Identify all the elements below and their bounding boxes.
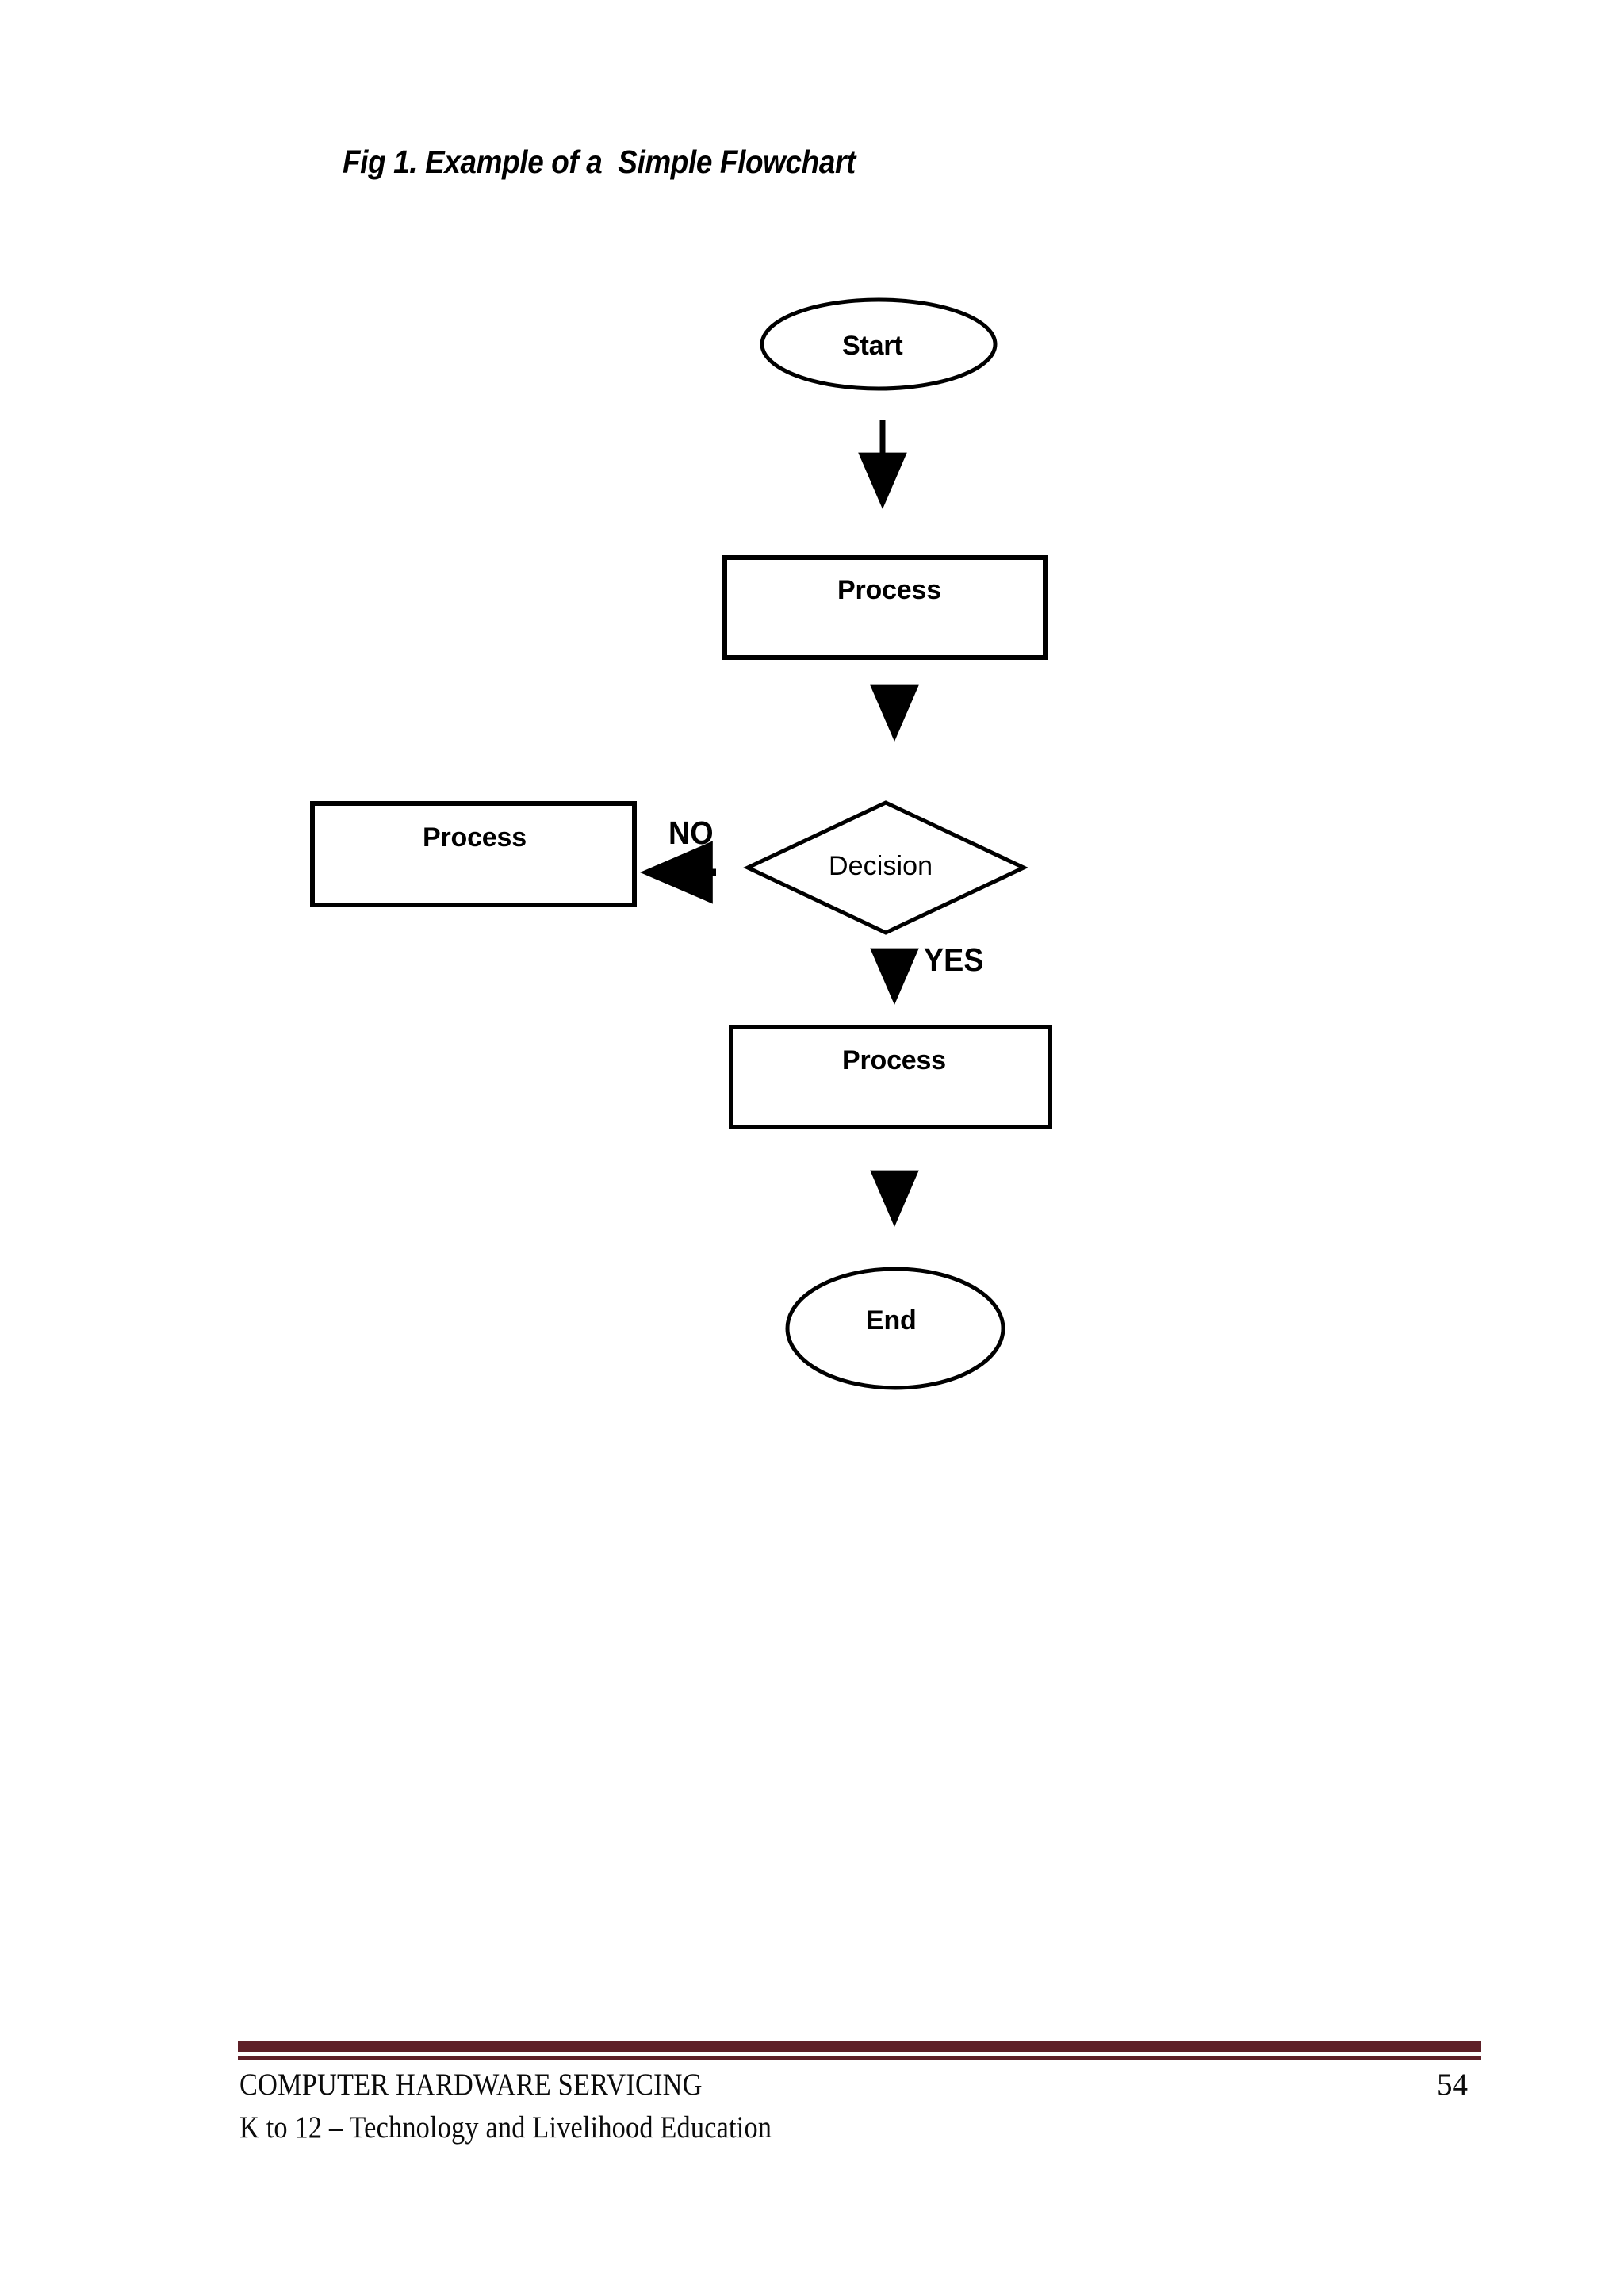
- footer-rule-thick: [238, 2041, 1481, 2052]
- node-process3-label: Process: [842, 1045, 946, 1075]
- footer-title: COMPUTER HARDWARE SERVICING: [239, 2068, 703, 2102]
- node-process2-label: Process: [423, 822, 527, 853]
- node-end-label: End: [866, 1305, 917, 1336]
- node-end-shape: [785, 1267, 1005, 1390]
- footer-rule-thin: [238, 2056, 1481, 2060]
- figure-caption: Fig 1. Example of a Simple Flowchart: [343, 144, 856, 180]
- node-process1-shape: [722, 555, 1048, 660]
- node-decision-shape: [743, 800, 1028, 935]
- node-process1-label: Process: [837, 575, 941, 605]
- flowchart-svg: [310, 297, 1052, 1390]
- branch-label-yes: YES: [924, 941, 984, 978]
- branch-label-no: NO: [668, 815, 714, 851]
- node-decision-label: Decision: [829, 851, 933, 881]
- node-process2-shape: [310, 801, 637, 907]
- footer-subtitle: K to 12 – Technology and Livelihood Educ…: [239, 2110, 772, 2145]
- node-process3-shape: [729, 1025, 1052, 1129]
- page-number: 54: [1437, 2068, 1468, 2102]
- node-start-shape: [760, 297, 998, 391]
- flowchart-canvas: [310, 297, 1052, 1390]
- node-start-label: Start: [842, 331, 903, 361]
